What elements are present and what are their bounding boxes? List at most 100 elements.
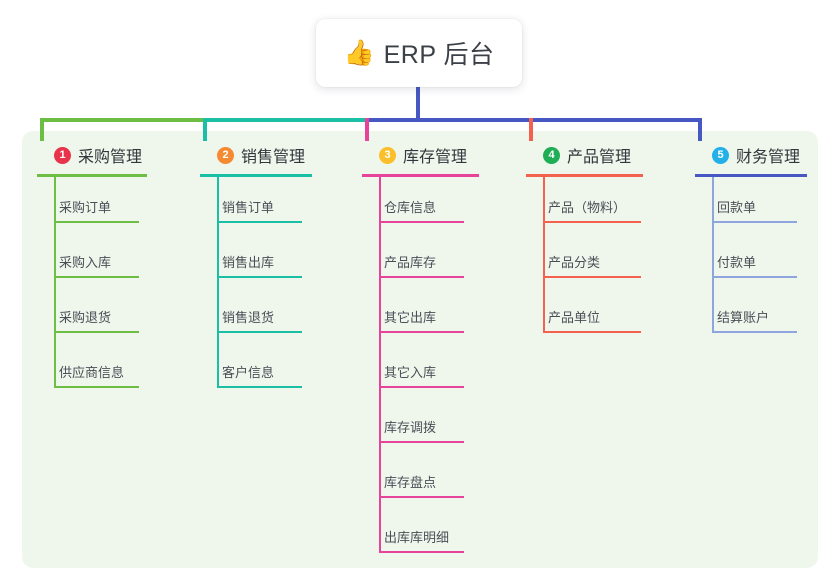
leaf-rule (379, 386, 464, 388)
leaf-item[interactable]: 出库库明细 (362, 527, 464, 553)
connector-bar-segment-3 (367, 118, 531, 122)
leaf-item[interactable]: 销售订单 (200, 197, 302, 223)
column-badge-4: 4 (543, 146, 560, 164)
leaf-rule (217, 331, 302, 333)
column-3: 3 库存管理仓库信息产品库存其它出库其它入库库存调拨库存盘点出库库明细 (362, 143, 479, 562)
column-rule-1 (37, 174, 147, 177)
diagram-panel (22, 131, 818, 568)
leaf-rule (379, 496, 464, 498)
leaf-rule (379, 276, 464, 278)
connector-bar-segment-1 (42, 118, 205, 122)
leaf-rule (54, 386, 139, 388)
leaf-item[interactable]: 产品库存 (362, 252, 464, 278)
column-rule-3 (362, 174, 479, 177)
column-stub-1 (40, 118, 44, 141)
leaf-item[interactable]: 仓库信息 (362, 197, 464, 223)
leaf-item[interactable]: 供应商信息 (37, 362, 139, 388)
column-spine-4 (543, 177, 545, 332)
column-stub-2 (203, 118, 207, 141)
leaf-rule (54, 331, 139, 333)
column-rule-5 (695, 174, 807, 177)
root-trunk-connector (416, 87, 420, 122)
leaf-label: 产品（物料） (548, 200, 627, 215)
column-4: 4 产品管理产品（物料） 产品分类产品单位 (526, 143, 643, 342)
leaf-label: 结算账户 (717, 310, 770, 325)
column-header-1[interactable]: 1 采购管理 (37, 143, 147, 167)
leaf-item[interactable]: 销售出库 (200, 252, 302, 278)
leaf-rule (543, 331, 641, 333)
leaf-label: 采购退货 (59, 310, 112, 325)
leaf-label: 产品单位 (548, 310, 601, 325)
leaf-rule (712, 276, 797, 278)
leaf-item[interactable]: 采购退货 (37, 307, 139, 333)
leaf-item[interactable]: 其它出库 (362, 307, 464, 333)
column-badge-5: 5 (712, 146, 729, 164)
leaf-rule (217, 386, 302, 388)
column-spine-1 (54, 177, 56, 387)
column-header-4[interactable]: 4 产品管理 (526, 143, 643, 167)
thumbs-up-icon: 👍 (343, 38, 375, 67)
leaf-item[interactable]: 采购入库 (37, 252, 139, 278)
leaf-label: 销售退货 (222, 310, 275, 325)
column-spine-5 (712, 177, 714, 332)
leaf-rule (217, 221, 302, 223)
leaf-label: 采购入库 (59, 255, 112, 270)
column-spine-2 (217, 177, 219, 387)
column-title-1: 采购管理 (78, 149, 143, 166)
column-items-1: 采购订单采购入库采购退货供应商信息 (37, 177, 147, 397)
leaf-label: 销售出库 (222, 255, 275, 270)
leaf-label: 销售订单 (222, 200, 275, 215)
column-badge-1: 1 (54, 146, 71, 164)
leaf-label: 产品库存 (384, 255, 437, 270)
column-stub-3 (365, 118, 369, 141)
connector-bar-segment-4 (531, 118, 700, 122)
leaf-item[interactable]: 采购订单 (37, 197, 139, 223)
leaf-item[interactable]: 库存盘点 (362, 472, 464, 498)
leaf-rule (712, 221, 797, 223)
column-badge-3: 3 (379, 146, 396, 164)
column-stub-4 (529, 118, 533, 141)
column-title-3: 库存管理 (403, 149, 468, 166)
column-title-4: 产品管理 (567, 149, 632, 166)
leaf-item[interactable]: 结算账户 (695, 307, 797, 333)
leaf-item[interactable]: 产品单位 (526, 307, 641, 333)
leaf-item[interactable]: 客户信息 (200, 362, 302, 388)
leaf-item[interactable]: 库存调拨 (362, 417, 464, 443)
leaf-label: 供应商信息 (59, 365, 125, 380)
leaf-label: 其它入库 (384, 365, 437, 380)
leaf-label: 出库库明细 (384, 530, 450, 545)
leaf-label: 采购订单 (59, 200, 112, 215)
leaf-item[interactable]: 回款单 (695, 197, 797, 223)
leaf-item[interactable]: 销售退货 (200, 307, 302, 333)
leaf-label: 付款单 (717, 255, 757, 270)
leaf-label: 库存调拨 (384, 420, 437, 435)
root-node[interactable]: 👍 ERP 后台 (316, 19, 522, 87)
leaf-label: 仓库信息 (384, 200, 437, 215)
leaf-rule (379, 221, 464, 223)
column-items-5: 回款单付款单结算账户 (695, 177, 807, 342)
column-items-3: 仓库信息产品库存其它出库其它入库库存调拨库存盘点出库库明细 (362, 177, 479, 562)
connector-bar-segment-2 (205, 118, 367, 122)
leaf-item[interactable]: 产品（物料） (526, 197, 641, 223)
leaf-item[interactable]: 产品分类 (526, 252, 641, 278)
leaf-rule (54, 276, 139, 278)
leaf-label: 其它出库 (384, 310, 437, 325)
leaf-rule (379, 441, 464, 443)
leaf-label: 回款单 (717, 200, 757, 215)
leaf-item[interactable]: 付款单 (695, 252, 797, 278)
leaf-item[interactable]: 其它入库 (362, 362, 464, 388)
column-badge-2: 2 (217, 146, 234, 164)
root-node-label: ERP 后台 (383, 41, 495, 69)
leaf-rule (54, 221, 139, 223)
column-items-4: 产品（物料） 产品分类产品单位 (526, 177, 643, 342)
column-header-3[interactable]: 3 库存管理 (362, 143, 479, 167)
column-rule-4 (526, 174, 643, 177)
leaf-rule (712, 331, 797, 333)
leaf-label: 库存盘点 (384, 475, 437, 490)
leaf-rule (217, 276, 302, 278)
